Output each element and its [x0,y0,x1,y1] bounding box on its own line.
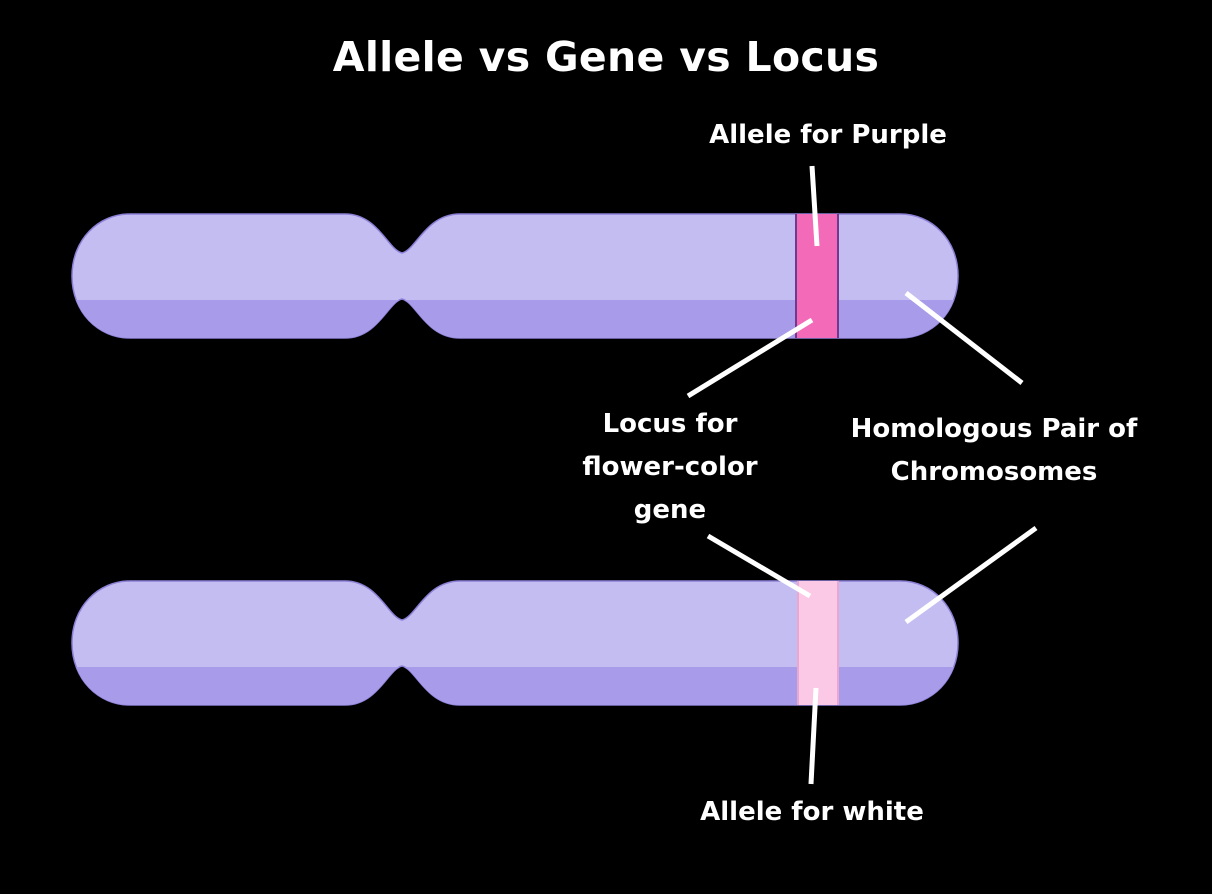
label-allele-white: Allele for white [700,797,924,827]
label-homologous-line-2: Chromosomes [890,457,1098,487]
diagram-title: Allele vs Gene vs Locus [332,33,880,81]
label-homologous-pair: Homologous Pair of Chromosomes [830,408,1158,494]
chromosome-top [71,213,959,339]
label-locus-line-2: flower-color [582,452,758,482]
label-allele-purple: Allele for Purple [709,120,947,150]
leader-allele-white [808,687,819,785]
label-homologous-line-1: Homologous Pair of [850,414,1138,444]
leader-locus-top [686,317,814,399]
leader-homologous-bottom [904,525,1038,625]
leader-locus-bottom [706,533,812,599]
label-locus: Locus for flower-color gene [540,403,800,532]
label-locus-line-1: Locus for [602,409,738,439]
leader-allele-purple [809,165,820,247]
leader-homologous-top [904,291,1024,385]
allele-white-band [798,581,838,705]
leader-lines [686,165,1038,785]
chromosome-bottom [71,580,959,706]
label-locus-line-3: gene [633,495,707,525]
